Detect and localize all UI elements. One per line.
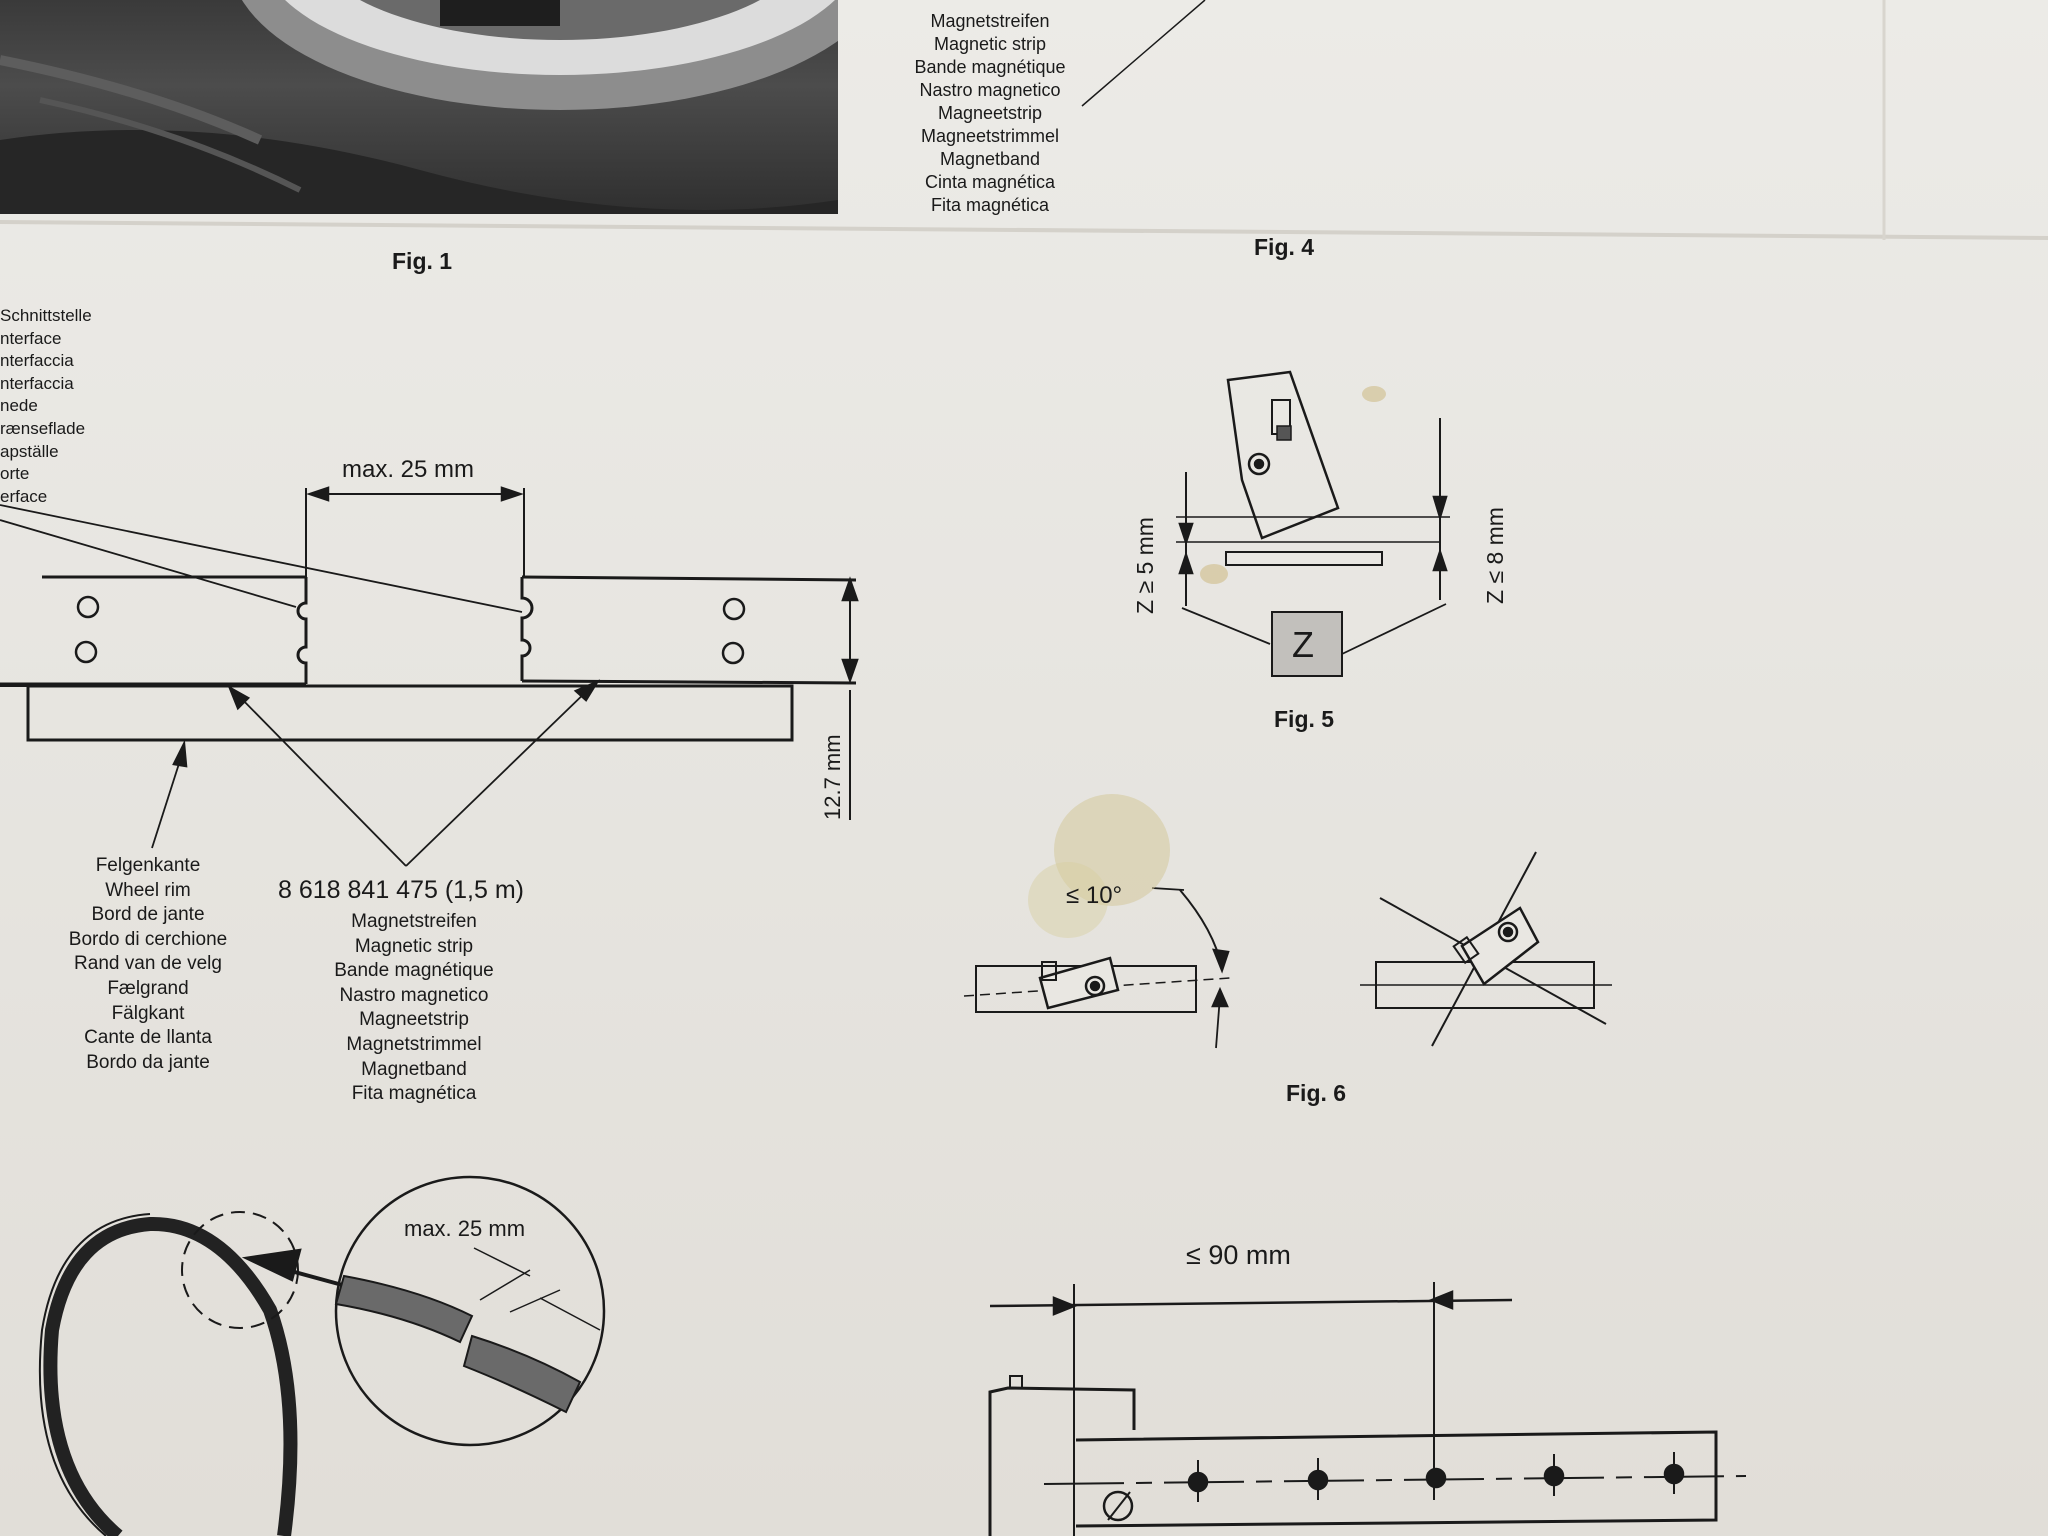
label-line: Rand van de velg (74, 953, 222, 975)
label-line: Wheel rim (105, 879, 191, 901)
label-line: Cinta magnética (924, 172, 1056, 192)
label-line: Magneetstrip (937, 103, 1043, 123)
label-line: Bande magnétique (914, 57, 1066, 77)
z-gap-box-label: Z (1292, 624, 1314, 665)
label-line: Fælgrand (107, 977, 189, 999)
label-line: rænseflade (0, 418, 86, 438)
label-line: Magnetstrimmel (346, 1033, 482, 1055)
label-line: Cante de llanta (84, 1027, 212, 1049)
label-line: erface (0, 486, 48, 506)
max-gap-dimension: max. 25 mm (342, 456, 475, 483)
label-line: nterfaccia (0, 351, 74, 371)
label-line: Magnetic strip (354, 935, 474, 957)
wheel-photo (0, 0, 838, 214)
magnetic-strip-bottom-labels: Magnetstreifen Magnetic strip Bande magn… (314, 910, 514, 1107)
paper-fold (0, 220, 2048, 240)
label-line: Magnetband (939, 149, 1041, 169)
label-line: Magneetstrip (359, 1009, 469, 1031)
stain (1054, 794, 1170, 906)
wheel-photo-art (0, 0, 838, 214)
label-line: Nastro magnetico (919, 80, 1061, 100)
magnetic-strip-top-labels: Magnetstreifen Magnetic strip Bande magn… (890, 10, 1090, 217)
part-number: 8 618 841 475 (1,5 m) (278, 876, 524, 904)
z-min-dimension: Z ≥ 5 mm (1132, 517, 1158, 614)
label-line: Bord de jante (91, 904, 205, 926)
figure-5-caption: Fig. 5 (1274, 706, 1335, 732)
sensor-angle-left (963, 887, 1231, 1049)
sensor-angle-right (1360, 851, 1612, 1047)
label-line: Nastro magnetico (339, 984, 489, 1006)
label-line: Bande magnétique (334, 960, 494, 982)
label-line: Bordo di cerchione (68, 928, 228, 950)
z-max-dimension: Z ≤ 8 mm (1482, 507, 1508, 604)
label-line: Magneetstrimmel (920, 126, 1060, 146)
label-line: nede (0, 396, 38, 416)
interface-labels: Schnittstelle nterface nterfaccia nterfa… (0, 305, 92, 508)
figure-6-caption: Fig. 6 (1286, 1080, 1347, 1106)
label-line: Felgenkante (95, 855, 201, 876)
sensor-spacing-diagram (988, 1282, 1747, 1536)
wheel-rim-labels: Felgenkante Wheel rim Bord de jante Bord… (48, 854, 248, 1075)
fig4-leader-line (1081, 0, 1206, 107)
label-line: Fita magnética (930, 195, 1050, 215)
rim-cross-section (0, 486, 859, 867)
label-line: Magnetstreifen (930, 11, 1050, 31)
label-line: nterface (0, 328, 62, 348)
figure-4-caption: Fig. 4 (1254, 234, 1315, 260)
label-line: apställe (0, 441, 59, 461)
strip-ring-diagram (38, 1175, 606, 1536)
max-gap-detail-dimension: max. 25 mm (404, 1216, 526, 1241)
thickness-dimension: 12.7 mm (820, 734, 845, 820)
sensor-gap-diagram (1176, 370, 1450, 677)
spacing-dimension: ≤ 90 mm (1186, 1240, 1291, 1270)
label-line: Fita magnética (351, 1083, 477, 1105)
label-line: Schnittstelle (0, 306, 92, 325)
label-line: Magnetband (361, 1058, 467, 1080)
label-line: nterfaccia (0, 373, 74, 393)
figure-1-caption: Fig. 1 (392, 248, 453, 274)
label-line: Magnetstreifen (351, 911, 477, 932)
angle-dimension: ≤ 10° (1066, 882, 1123, 909)
label-line: Bordo da jante (86, 1051, 210, 1073)
stain (1028, 862, 1108, 938)
label-line: orte (0, 464, 30, 484)
label-line: Magnetic strip (933, 34, 1047, 54)
label-line: Fälgkant (111, 1002, 185, 1024)
